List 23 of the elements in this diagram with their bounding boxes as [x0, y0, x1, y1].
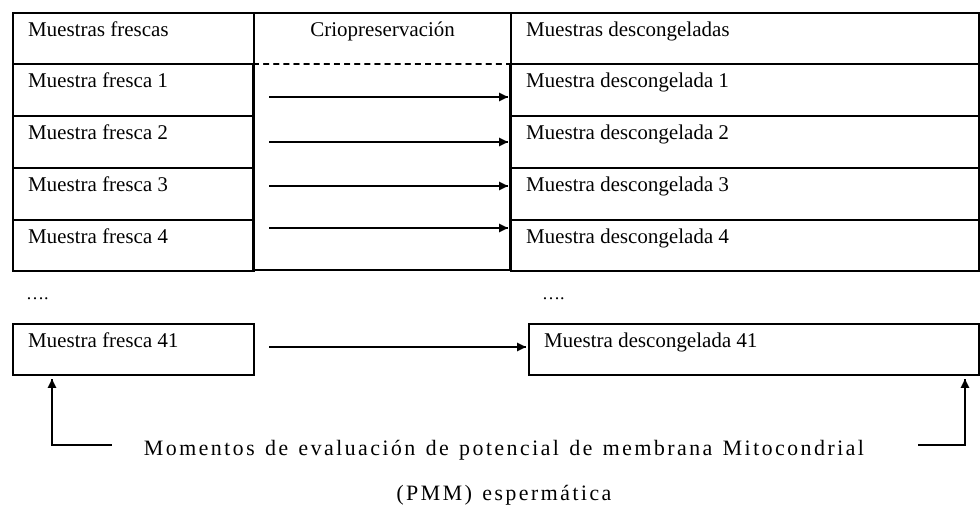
- table-cell: Muestra descongelada 1: [510, 63, 980, 117]
- table-cell: Muestra fresca 4: [12, 219, 255, 272]
- arrow: [269, 342, 526, 352]
- table-cell: Muestra fresca 3: [12, 167, 255, 221]
- arrow: [48, 379, 112, 446]
- table-cell: Muestra fresca 2: [12, 115, 255, 169]
- table-cell: Muestra fresca 41: [12, 323, 255, 376]
- ellipsis-text: ….: [542, 283, 564, 304]
- table-cell: Muestra descongelada 2: [510, 115, 980, 169]
- table-cell: Muestras frescas: [12, 12, 255, 65]
- header-cell: Criopreservación: [253, 12, 512, 65]
- arrow: [269, 182, 508, 190]
- table-cell: Muestra descongelada 4: [510, 219, 980, 272]
- arrow: [918, 379, 970, 446]
- table-cell: Muestra descongelada 41: [528, 323, 980, 376]
- ellipsis-text: ….: [26, 283, 48, 304]
- arrow: [269, 92, 508, 102]
- table-cell: Muestra descongelada 3: [510, 167, 980, 221]
- arrow: [269, 224, 508, 232]
- caption-text: Momentos de evaluación de potencial de membrana Mitocondrial (PMM) espermática: [125, 425, 885, 510]
- table-cell: Muestra fresca 1: [12, 63, 255, 117]
- arrow: [269, 138, 508, 146]
- table-cell: Muestras descongeladas: [510, 12, 980, 65]
